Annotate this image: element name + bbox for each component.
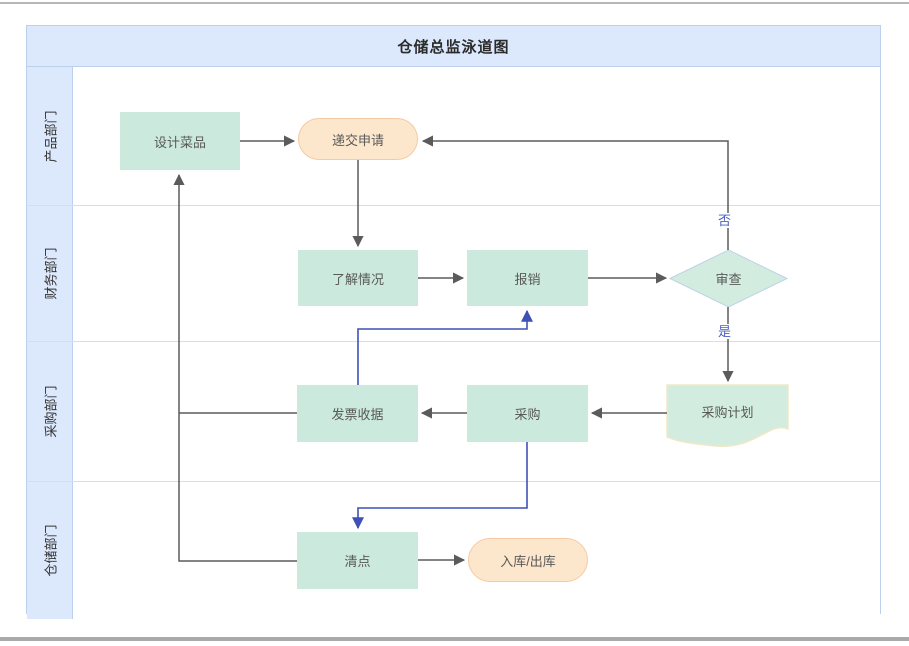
bottom-divider <box>0 637 909 641</box>
lane-label-finance: 财务部门 <box>27 206 73 341</box>
edge-label-no: 否 <box>716 213 734 228</box>
node-purchase-plan-label[interactable]: 采购计划 <box>701 404 754 420</box>
lane-label-text: 财务部门 <box>43 247 59 300</box>
node-reimburse[interactable]: 报销 <box>467 250 588 306</box>
node-count[interactable]: 清点 <box>297 532 418 589</box>
lane-label-product: 产品部门 <box>27 67 73 205</box>
node-in-out[interactable]: 入库/出库 <box>468 538 588 582</box>
lane-label-text: 仓储部门 <box>43 524 59 577</box>
node-invoice[interactable]: 发票收据 <box>297 385 418 442</box>
lane-label-text: 产品部门 <box>43 109 59 163</box>
node-purchase[interactable]: 采购 <box>467 385 588 442</box>
diagram-title: 仓储总监泳道图 <box>27 26 880 67</box>
lane-warehouse: 仓储部门 <box>27 481 880 619</box>
node-submit-application[interactable]: 递交申请 <box>298 118 418 160</box>
node-understand[interactable]: 了解情况 <box>298 250 418 306</box>
node-review-label[interactable]: 审查 <box>715 272 742 287</box>
top-divider <box>0 2 909 4</box>
lane-label-procurement: 采购部门 <box>27 342 73 481</box>
node-design-dish[interactable]: 设计菜品 <box>120 112 240 170</box>
lane-label-warehouse: 仓储部门 <box>27 482 73 619</box>
edge-label-yes: 是 <box>716 324 734 339</box>
lane-label-text: 采购部门 <box>43 385 59 438</box>
